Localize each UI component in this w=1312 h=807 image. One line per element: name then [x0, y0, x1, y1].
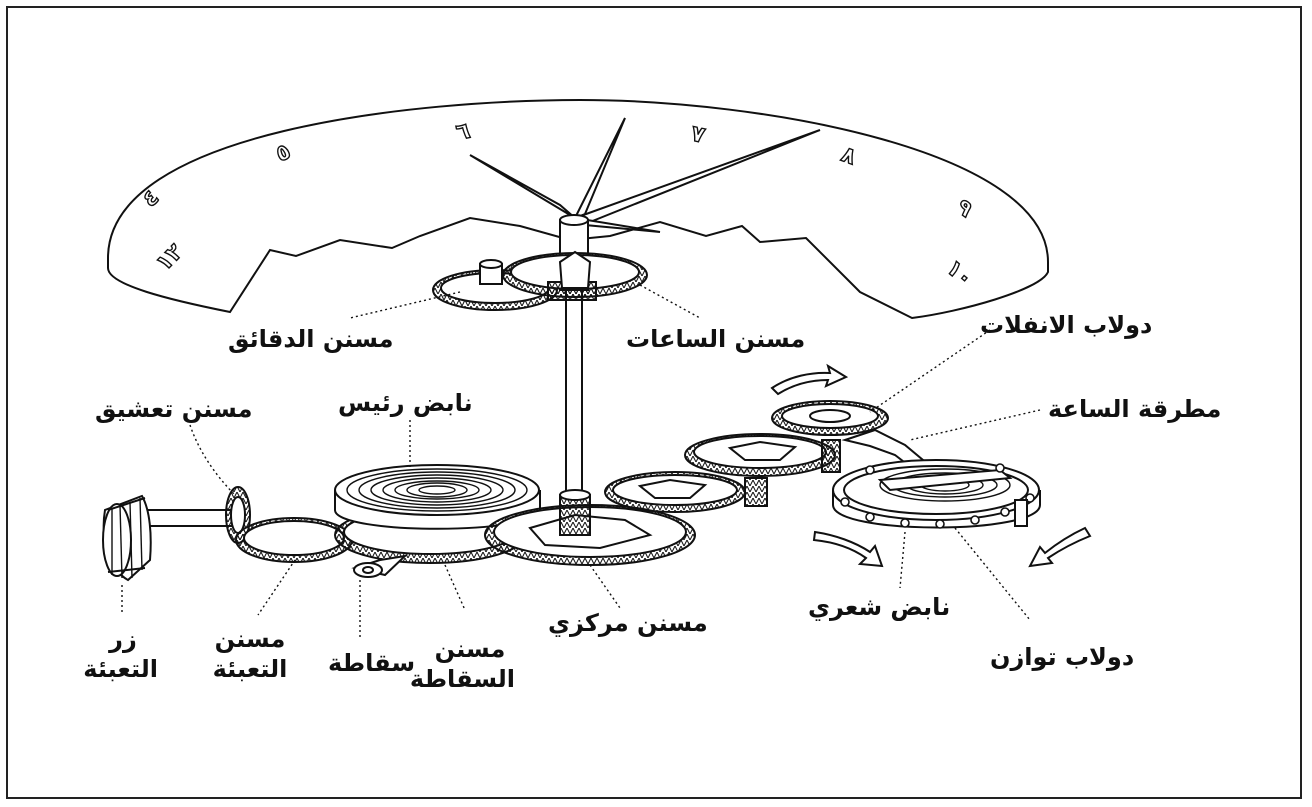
motion-arrows — [770, 363, 1092, 568]
label-balance-wheel: دولاب توازن — [990, 643, 1135, 671]
escape-wheel — [771, 400, 889, 436]
label-center-wheel: مسنن مركزي — [548, 609, 708, 637]
clutch-and-winding-pinion — [225, 486, 353, 563]
dial-plate — [107, 98, 1049, 320]
label-winding-pinion-line2: التعبئة — [212, 655, 288, 683]
leader-lines — [121, 284, 1041, 640]
fourth-wheel — [684, 433, 841, 477]
label-hairspring: نابض شعري — [808, 593, 951, 621]
minute-and-hour-wheels — [432, 250, 648, 311]
label-escape-wheel: دولاب الانفلات — [980, 311, 1153, 339]
label-ratchet-wheel-line2: السقاطة — [409, 665, 515, 693]
label-winding-crown: زر التعبئة — [83, 624, 158, 684]
label-winding-crown-line1: زر — [109, 625, 137, 653]
label-minute-wheel: مسنن الدقائق — [228, 325, 394, 353]
label-winding-crown-line2: التعبئة — [83, 655, 158, 683]
center-wheel — [484, 489, 696, 566]
label-mainspring: نابض رئيس — [338, 389, 473, 417]
label-ratchet-wheel: مسنن السقاطة — [409, 634, 515, 694]
label-ratchet-wheel-line1: مسنن — [434, 635, 506, 663]
watch-hands — [469, 117, 821, 233]
mainspring-barrel — [334, 464, 541, 530]
winding-crown — [102, 494, 241, 582]
balance-wheel — [832, 459, 1041, 529]
dial-numeral: ٦ — [454, 119, 472, 146]
label-winding-pinion-line1: مسنن — [214, 625, 286, 653]
label-hour-wheel: مسنن الساعات — [626, 325, 806, 353]
label-clutch-wheel: مسنن تعشيق — [95, 395, 253, 423]
label-winding-pinion: مسنن التعبئة — [210, 624, 290, 684]
label-pallet-fork: مطرقة الساعة — [1048, 395, 1222, 423]
label-ratchet-click: سقاطة — [328, 649, 416, 677]
third-wheel — [604, 471, 768, 513]
